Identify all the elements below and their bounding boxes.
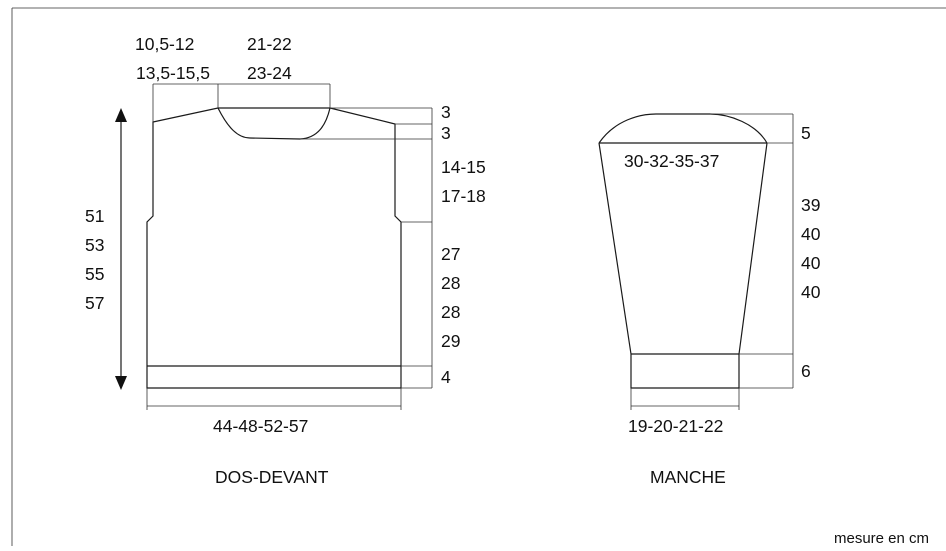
sleeve-bottom-width-label: 19-20-21-22 — [628, 416, 723, 436]
shoulder-top-label: 10,5-12 — [135, 34, 194, 54]
sleeve-length-label-2: 40 — [801, 224, 821, 244]
neck-top-label: 21-22 — [247, 34, 292, 54]
sleeve-top-width-label: 30-32-35-37 — [624, 151, 719, 171]
body-piece: 10,5-12 13,5-15,5 21-22 23-24 3 3 14-15 … — [85, 34, 486, 487]
length-label-4: 57 — [85, 293, 104, 313]
length-label-1: 51 — [85, 206, 104, 226]
side-label-2: 28 — [441, 273, 460, 293]
length-arrow-head-up — [115, 108, 127, 122]
front-neck-depth-label: 3 — [441, 123, 451, 143]
sleeve-length-label-4: 40 — [801, 282, 821, 302]
body-outline — [146, 107, 402, 389]
side-label-1: 27 — [441, 244, 460, 264]
length-arrow-head-down — [115, 376, 127, 390]
armhole-label-2: 17-18 — [441, 186, 486, 206]
neck-bottom-label: 23-24 — [247, 63, 292, 83]
rib-label: 4 — [441, 367, 451, 387]
shoulder-bottom-label: 13,5-15,5 — [136, 63, 210, 83]
sleeve-length-label-1: 39 — [801, 195, 820, 215]
body-width-label: 44-48-52-57 — [213, 416, 308, 436]
page-border — [11, 7, 946, 546]
length-label-3: 55 — [85, 264, 104, 284]
body-title: DOS-DEVANT — [215, 467, 329, 487]
side-label-4: 29 — [441, 331, 460, 351]
armhole-label-1: 14-15 — [441, 157, 486, 177]
side-label-3: 28 — [441, 302, 460, 322]
sleeve-title: MANCHE — [650, 467, 726, 487]
neckline-curve — [217, 107, 331, 140]
sleeve-cap — [598, 113, 768, 144]
sleeve-cap-label: 5 — [801, 123, 811, 143]
footer-note: mesure en cm — [834, 530, 929, 546]
sleeve-length-label-3: 40 — [801, 253, 821, 273]
back-neck-depth-label: 3 — [441, 102, 451, 122]
sleeve-cuff-label: 6 — [801, 361, 811, 381]
sleeve-piece: 5 30-32-35-37 39 40 40 40 6 19-20-21-22 … — [598, 113, 821, 487]
sleeve-body-outline — [598, 142, 768, 389]
length-label-2: 53 — [85, 235, 104, 255]
